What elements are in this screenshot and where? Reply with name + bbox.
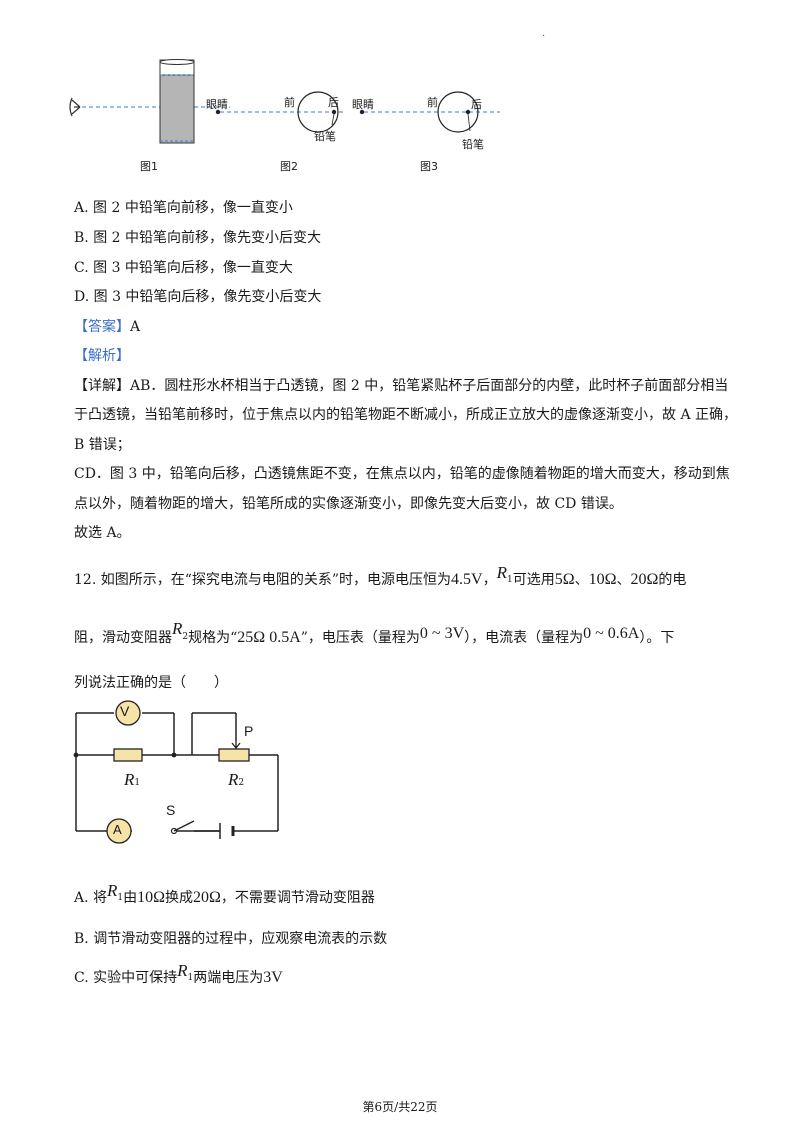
q12-r2-spec: 25Ω 0.5A [237,629,301,646]
q12-r2-symbol: R [172,619,183,638]
q12-optA-text-b: 由 [123,890,138,906]
q12-option-a: A. 将R1由10Ω换成20Ω，不需要调节滑动变阻器 [74,881,375,913]
detail-line-2: 于凸透镜，当铅笔前移时，位于焦点以内的铅笔物距不断减小，所成正立放大的虚像逐渐变… [74,407,738,423]
junction-right [171,752,177,758]
ammeter-icon [106,818,132,844]
q12-line-1: 12. 如图所示，在“探究电流与电阻的关系”时，电源电压恒为4.5V，R1可选用… [74,563,687,588]
eye-label-2: 眼睛 [206,98,228,111]
q12-optA-to: 20Ω [193,889,221,906]
r1-label: R1 [124,770,140,790]
q12-optA-text-a: A. 将 [74,890,108,906]
q12-optC-sub: 1 [187,973,194,983]
q12-v-range: 0 ~ 3V [419,625,465,642]
pencil-point-3 [465,109,471,115]
q12-optC-text-a: C. 实验中可保持 [74,970,178,986]
q12-r-opt3: 20Ω [630,571,659,588]
front-label-2: 前 [284,96,295,109]
battery-icon [219,823,235,839]
q11-option-a: A. 图 2 中铅笔向前移，像一直变小 [74,200,293,216]
voltmeter-label: V [120,703,130,719]
q12-voltage: 4.5V [451,571,483,588]
detail-line-4: CD．图 3 中，铅笔向后移，凸透镜焦距不变，在焦点以内，铅笔的虚像随着物距的增… [74,466,730,482]
q11-option-c: C. 图 3 中铅笔向后移，像一直变大 [74,260,293,276]
detail-line-3: B 错误； [74,437,131,453]
pencil-label-2: 铅笔 [314,130,336,143]
q12-text-2b: 规格为“ [188,630,238,646]
fig2-caption: 图2 [280,160,298,173]
q12-line-3: 列说法正确的是（ ） [74,675,228,691]
page-footer: 第6页/共22页 [362,1100,438,1114]
r2-label-symbol: R [228,770,239,789]
front-label-3: 前 [427,96,438,109]
rheostat-r2-icon [218,748,250,762]
q12-text-2a: 阻，滑动变阻器 [74,630,172,646]
ammeter-label: A [113,822,122,837]
detail-tag: 【详解】 [74,378,130,394]
cup-circle-2 [297,91,339,133]
circuit-diagram [73,700,279,844]
eye-point-3 [359,109,365,115]
back-label-2: 后 [328,96,339,109]
r1-label-sub: 1 [134,778,141,788]
q12-optA-symbol: R [107,881,118,900]
answer-tag: 【答案】 [74,319,130,335]
q11-option-b: B. 图 2 中铅笔向前移，像先变小后变大 [74,230,321,246]
q12-text-2d: ），电流表（量程为 [464,630,584,646]
answer-value: A [130,319,141,335]
analysis-tag: 【解析】 [74,348,130,364]
fig1-caption: 图1 [140,160,158,173]
q12-line-2: 阻，滑动变阻器R2规格为“25Ω 0.5A”，电压表（量程为0 ~ 3V），电流… [74,619,675,653]
q12-r-opt2: 10Ω [588,571,617,588]
q12-text-1b: 可选用 [512,572,555,588]
q12-option-c: C. 实验中可保持R1两端电压为3V [74,961,283,993]
water-cup-cylinder [159,59,195,144]
q11-option-d: D. 图 3 中铅笔向后移，像先变小后变大 [74,289,322,305]
r1-label-symbol: R [124,770,135,789]
slider-label: P [244,723,254,739]
switch-icon [170,820,195,835]
optics-figures [69,59,500,144]
q12-r-opt1: 5Ω [554,571,575,588]
q12-text-2e: ）。下 [639,630,675,646]
eye-label-3: 眼睛 [352,98,374,111]
q12-r2-sub: 2 [182,632,189,642]
q12-optC-voltage: 3V [263,969,283,986]
q12-optA-from: 10Ω [137,889,166,906]
eye-point-2 [215,109,221,115]
fig3-caption: 图3 [420,160,438,173]
r2-label: R2 [228,770,244,790]
detail-line-1: 【详解】AB．圆柱形水杯相当于凸透镜，图 2 中，铅笔紧贴杯子后面部分的内壁，此… [74,377,728,395]
voltmeter-icon [115,700,141,726]
q12-sep2: 、 [616,572,631,588]
q12-optC-symbol: R [177,961,188,980]
detail-line-5: 点以外，随着物距的增大，铅笔所成的实像逐渐变小，即像先变大后变小，故 CD 错误… [74,496,623,512]
eye-icon [69,97,81,117]
q12-optA-text-d: ，不需要调节滑动变阻器 [220,890,375,906]
pencil-label-3: 铅笔 [462,138,484,151]
q12-r1-sub: 1 [506,575,513,585]
q12-text-2c: ”，电压表（量程为 [300,630,420,646]
back-label-3: 后 [471,98,482,111]
q12-r1-symbol: R [496,563,507,582]
q12-optC-text-b: 两端电压为 [193,970,264,986]
q12-optA-sub: 1 [117,893,124,903]
q12-text-1a: 12. 如图所示，在“探究电流与电阻的关系”时，电源电压恒为 [74,572,452,588]
q12-optA-text-c: 换成 [165,890,194,906]
junction-left [73,752,79,758]
q12-option-b: B. 调节滑动变阻器的过程中，应观察电流表的示数 [74,931,388,947]
detail-text-1: AB．圆柱形水杯相当于凸透镜，图 2 中，铅笔紧贴杯子后面部分的内壁，此时杯子前… [130,378,729,394]
q12-sep1: 、 [574,572,589,588]
r2-label-sub: 2 [238,778,245,788]
q12-text-1c: 的电 [658,572,687,588]
pencil-point-2 [331,109,337,115]
q12-a-range: 0 ~ 0.6A [583,625,640,642]
slider-arrow-icon [231,741,241,750]
answer-line: 【答案】A [74,318,140,336]
detail-line-6: 故选 A。 [74,525,131,541]
switch-label: S [166,802,176,818]
page-marker: . [542,28,546,39]
resistor-r1-icon [113,748,143,762]
cup-circle-3 [437,91,479,133]
